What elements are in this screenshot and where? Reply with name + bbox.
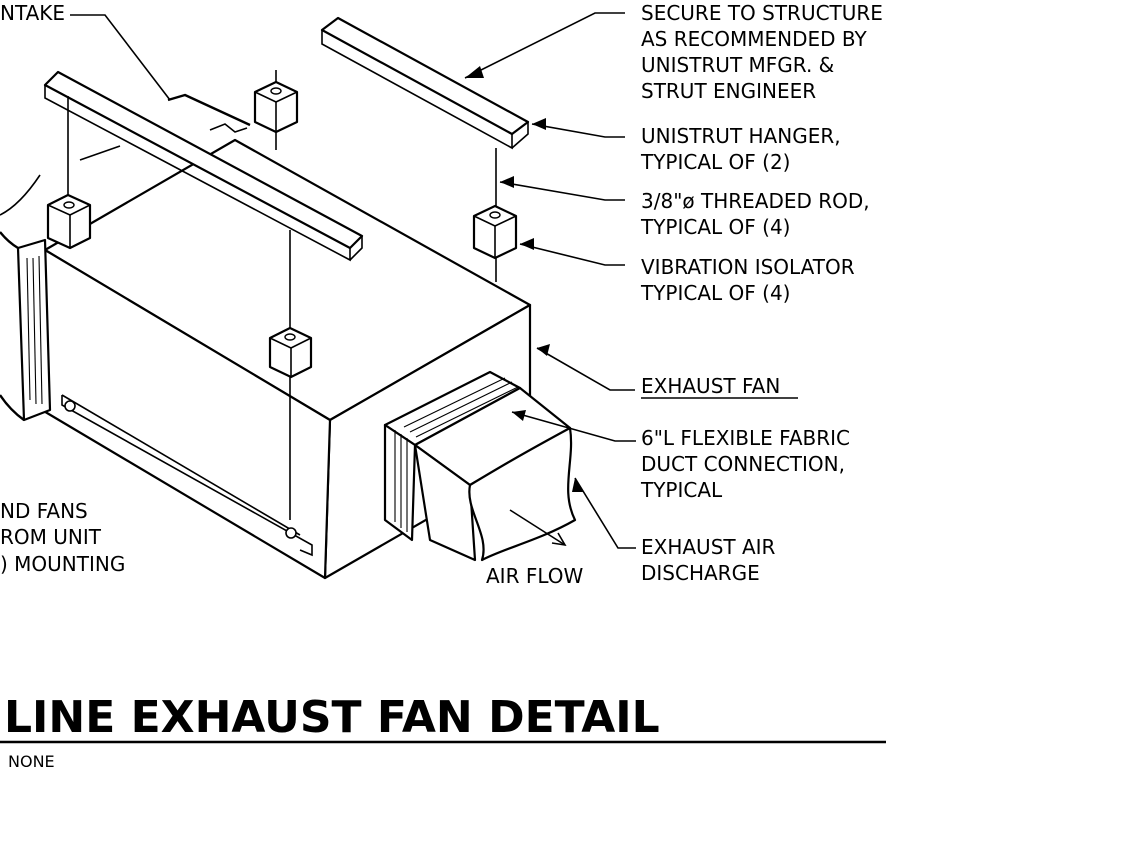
label-rod-line-2: TYPICAL OF (4) [640, 215, 790, 239]
label-discharge-line-1: EXHAUST AIR [641, 535, 776, 559]
unistrut-hanger-left [43, 70, 364, 262]
label-secure-line-3: UNISTRUT MFGR. & [641, 53, 834, 77]
label-secure-line-4: STRUT ENGINEER [641, 79, 816, 103]
label-discharge-line-2: DISCHARGE [641, 561, 760, 585]
label-left-note-line-2: ROM UNIT [0, 525, 102, 549]
outlet-flex-connection [383, 370, 577, 562]
scale-value: NONE [8, 752, 55, 771]
inlet-flex-connection [0, 231, 52, 422]
label-rod-line-1: 3/8"ø THREADED ROD, [641, 189, 870, 213]
label-hanger-line-2: TYPICAL OF (2) [640, 150, 790, 174]
vibration-isolator-2 [253, 80, 299, 134]
label-secure-line-1: SECURE TO STRUCTURE [641, 1, 883, 25]
label-flex-line-1: 6"L FLEXIBLE FABRIC [641, 426, 850, 450]
label-exhaust-fan: EXHAUST FAN [641, 374, 780, 398]
label-secure-line-2: AS RECOMMENDED BY [641, 27, 868, 51]
unistrut-hanger-right [320, 16, 530, 150]
label-air-flow: AIR FLOW [486, 564, 584, 588]
label-intake: NTAKE [0, 1, 65, 25]
detail-title: LINE EXHAUST FAN DETAIL [4, 692, 660, 743]
label-left-note-line-3: ) MOUNTING [0, 552, 125, 576]
threaded-rods [67, 70, 497, 520]
label-hanger-line-1: UNISTRUT HANGER, [641, 124, 841, 148]
vibration-isolator-1 [46, 193, 92, 250]
label-flex-line-3: TYPICAL [640, 478, 723, 502]
leader-lines [70, 12, 636, 549]
label-flex-line-2: DUCT CONNECTION, [641, 452, 845, 476]
label-isolator-line-2: TYPICAL OF (4) [640, 281, 790, 305]
vibration-isolator-4 [268, 326, 313, 379]
label-isolator-line-1: VIBRATION ISOLATOR [641, 255, 855, 279]
label-left-note-line-1: ND FANS [0, 499, 88, 523]
vibration-isolator-3 [472, 204, 518, 260]
